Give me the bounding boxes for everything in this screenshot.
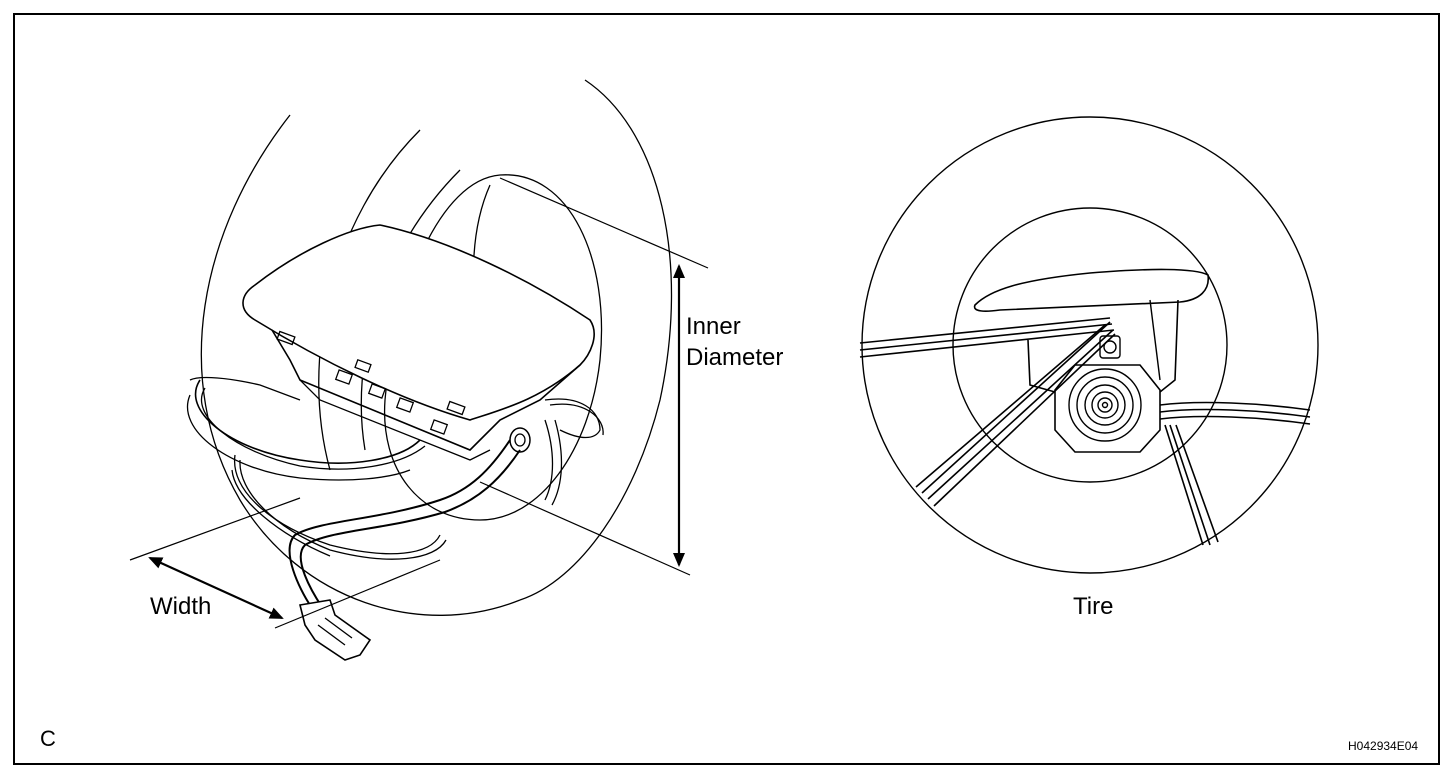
connector-wire bbox=[288, 439, 511, 606]
tire-label: Tire bbox=[1073, 593, 1114, 620]
width-dimension bbox=[129, 497, 441, 629]
tire-outer-circle bbox=[861, 116, 1319, 574]
left-tire-illustration bbox=[187, 79, 673, 661]
inner-diameter-dimension bbox=[479, 177, 709, 576]
wire-right bbox=[544, 398, 601, 439]
tire-inner-circle bbox=[952, 207, 1228, 483]
diagram-frame bbox=[13, 13, 1440, 765]
inflator bbox=[1054, 364, 1161, 453]
inner-diameter-label: Inner Diameter bbox=[686, 311, 783, 373]
wire-loop-bottom bbox=[233, 454, 441, 555]
corner-letter: C bbox=[40, 726, 56, 751]
airbag-pad-right bbox=[973, 268, 1209, 312]
tire-outer-right-arc bbox=[519, 79, 673, 601]
airbag-housing bbox=[271, 329, 581, 451]
wires-right bbox=[859, 317, 1311, 546]
tire-outer-arc bbox=[200, 114, 521, 616]
figure-code: H042934E04 bbox=[1348, 739, 1419, 753]
width-arrow bbox=[148, 556, 284, 620]
inner-diameter-label-line2: Diameter bbox=[686, 344, 784, 371]
wire-loop-1 bbox=[194, 379, 421, 464]
width-label: Width bbox=[150, 593, 212, 620]
inner-diameter-label-line1: Inner bbox=[686, 313, 741, 340]
right-tire-illustration bbox=[859, 116, 1319, 574]
airbag-pad bbox=[242, 224, 595, 421]
connector-plug bbox=[299, 599, 372, 661]
